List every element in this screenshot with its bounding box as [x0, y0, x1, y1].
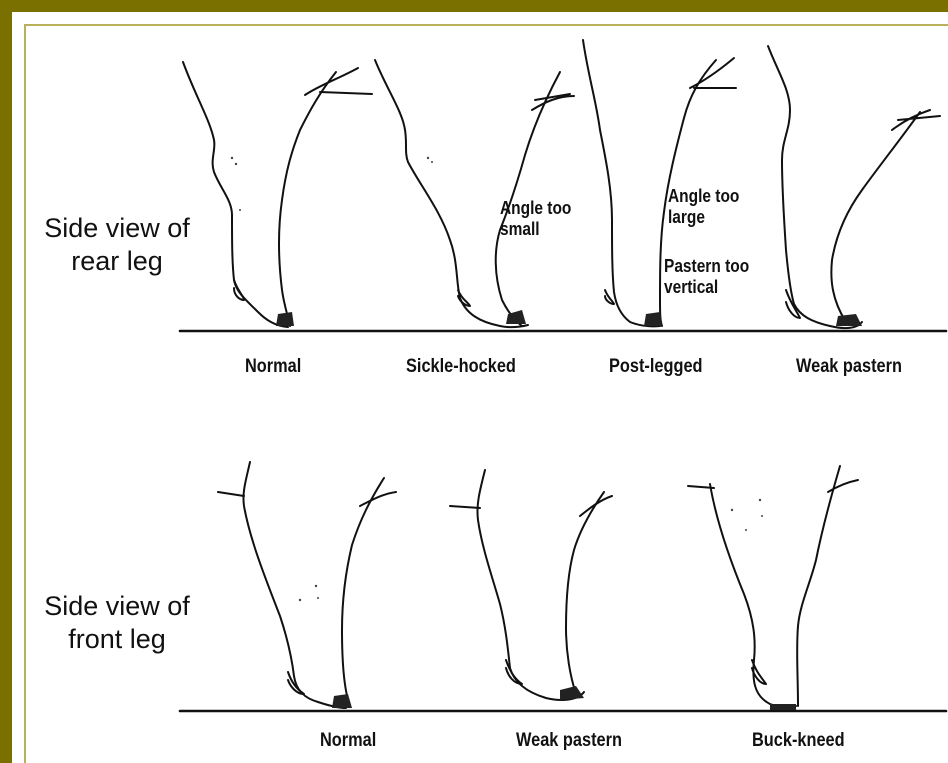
note-post-pastern-line1: Pastern too — [664, 256, 749, 277]
caption-front-normal: Normal — [320, 730, 376, 752]
rear-row-label-line2: rear leg — [22, 245, 212, 278]
caption-front-weak-pastern: Weak pastern — [516, 730, 622, 752]
front-normal-leg — [218, 462, 396, 708]
note-post-pastern-line2: vertical — [664, 277, 749, 298]
front-row-label-line1: Side view of — [22, 590, 212, 623]
note-post-angle: Angle too large — [668, 186, 739, 228]
rear-row-label-line1: Side view of — [22, 212, 212, 245]
note-sickle-angle: Angle too small — [500, 198, 571, 240]
front-row-label-line2: front leg — [22, 623, 212, 656]
caption-rear-weak-pastern: Weak pastern — [796, 356, 902, 378]
rear-sickle-hocked-leg — [375, 60, 574, 327]
front-row-label: Side view of front leg — [22, 590, 212, 656]
note-sickle-line2: small — [500, 219, 571, 240]
note-post-angle-line1: Angle too — [668, 186, 739, 207]
rear-row-label: Side view of rear leg — [22, 212, 212, 278]
note-sickle-line1: Angle too — [500, 198, 571, 219]
caption-rear-normal: Normal — [245, 356, 301, 378]
front-buck-kneed-leg — [688, 466, 858, 710]
rear-weak-pastern-leg — [768, 46, 940, 328]
note-post-pastern: Pastern too vertical — [664, 256, 749, 298]
rear-normal-leg — [183, 62, 372, 327]
note-post-angle-line2: large — [668, 207, 739, 228]
caption-rear-sickle-hocked: Sickle-hocked — [406, 356, 516, 378]
caption-rear-post-legged: Post-legged — [609, 356, 703, 378]
caption-front-buck-kneed: Buck-kneed — [752, 730, 845, 752]
front-weak-pastern-leg — [450, 470, 612, 700]
